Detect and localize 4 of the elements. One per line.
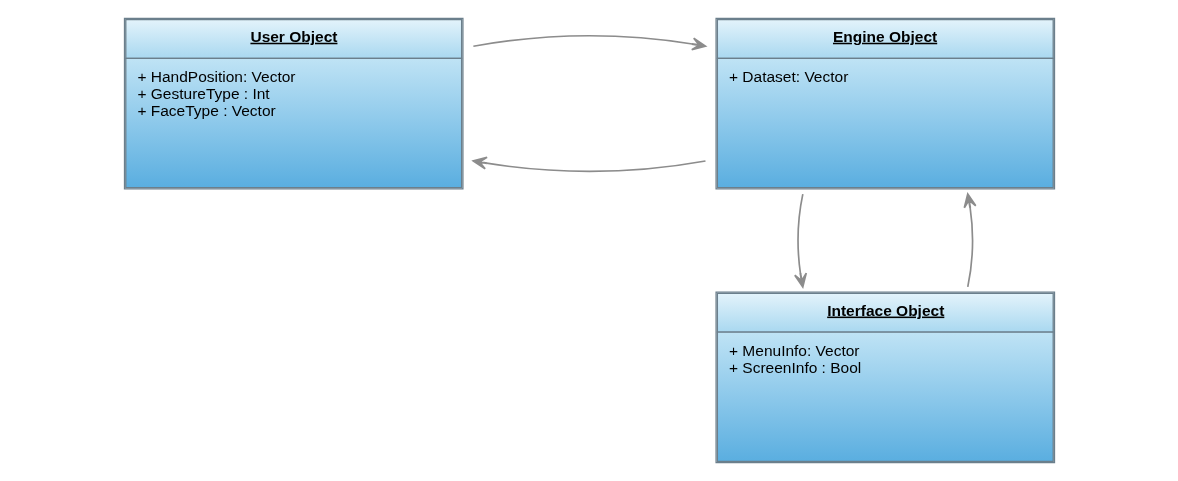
- arrow: [472, 34, 706, 51]
- arrow: [793, 193, 807, 288]
- arrow: [963, 193, 977, 288]
- arrow: [472, 156, 706, 173]
